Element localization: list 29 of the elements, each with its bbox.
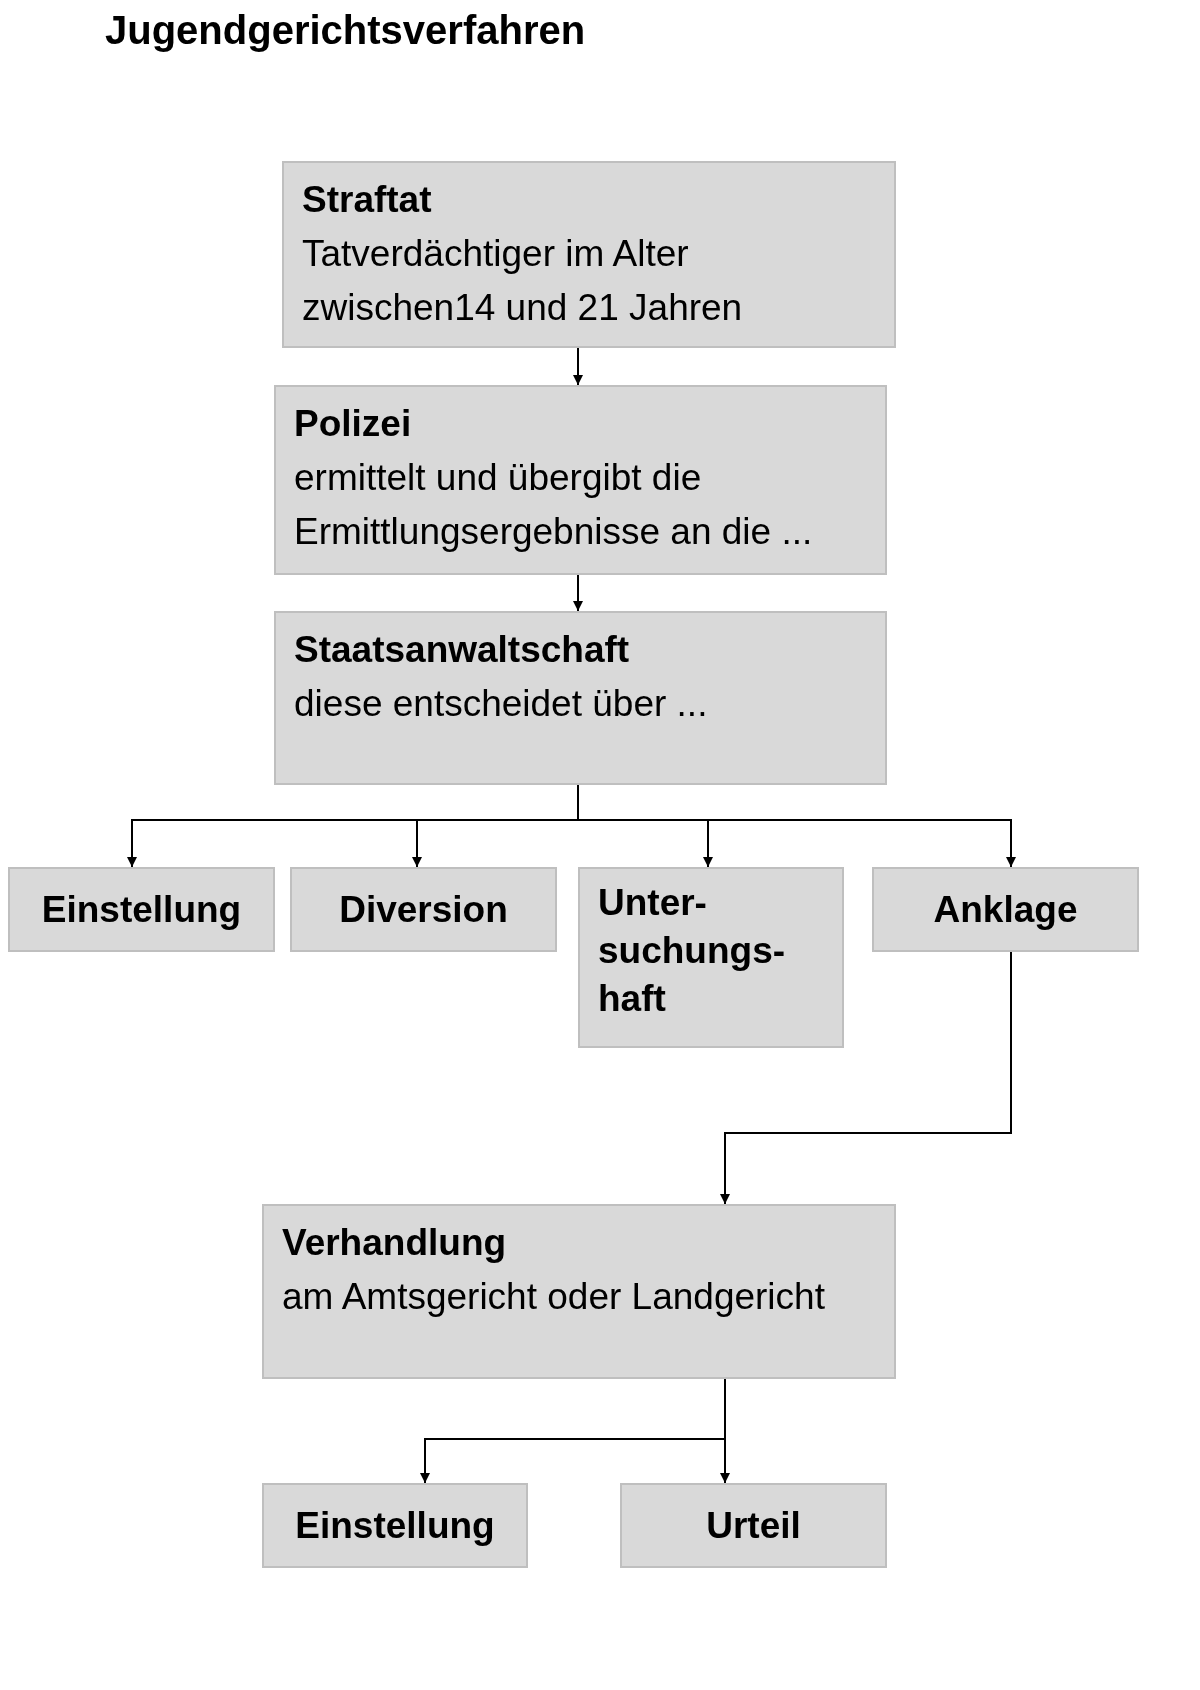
node-heading: Verhandlung xyxy=(282,1221,508,1265)
process-box xyxy=(262,1483,528,1568)
process-box xyxy=(282,161,896,348)
node-heading: Polizei xyxy=(294,402,413,446)
node-heading: Staatsanwaltschaft xyxy=(294,628,631,672)
node-description: ermittelt und übergibt die Ermittlungsergebnisse an die ... xyxy=(294,456,814,554)
process-box xyxy=(872,867,1139,952)
node-description: diese entscheidet über ... xyxy=(294,682,709,726)
process-box xyxy=(8,867,275,952)
arrow xyxy=(573,347,583,386)
node-heading: Einstellung xyxy=(295,1503,495,1548)
arrow xyxy=(720,1378,730,1484)
node-heading: Anklage xyxy=(933,887,1078,932)
node-heading: Unter- suchungs- haft xyxy=(598,881,787,1021)
node-heading: Straftat xyxy=(302,178,433,222)
node-heading: Diversion xyxy=(339,887,508,932)
node-heading: Einstellung xyxy=(41,887,242,932)
arrow xyxy=(573,574,583,612)
arrow xyxy=(720,951,1012,1205)
process-box xyxy=(578,867,844,1048)
process-box xyxy=(274,385,887,575)
node-heading: Urteil xyxy=(706,1503,801,1548)
node-description: am Amtsgericht oder Landgericht xyxy=(282,1275,826,1319)
diagram-title: Jugendgerichtsverfahren xyxy=(105,8,586,53)
process-box xyxy=(620,1483,887,1568)
process-box xyxy=(274,611,887,785)
process-box xyxy=(262,1204,896,1379)
node-description: Tatverdächtiger im Alter zwischen14 und 21 Jahren xyxy=(302,232,744,330)
process-box xyxy=(290,867,557,952)
